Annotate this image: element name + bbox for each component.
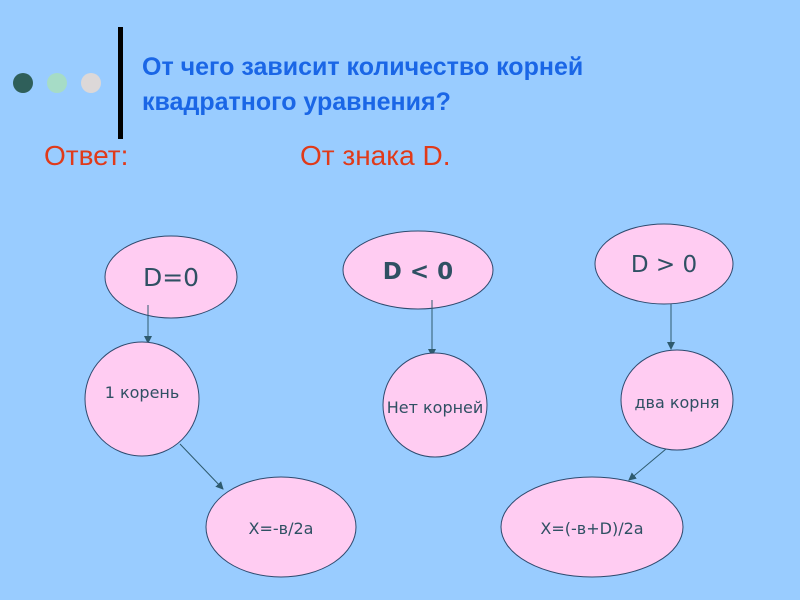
label-d-less-zero: D < 0 — [382, 259, 454, 285]
arrow-one-root-to-formula — [179, 443, 224, 490]
answer-text: От знака D. — [300, 140, 451, 171]
node-no-roots — [382, 352, 488, 458]
title-line-2: квадратного уравнения? — [142, 88, 451, 116]
arrow-two-roots-to-formula — [628, 448, 667, 481]
decor-dot-gray — [81, 73, 101, 93]
label-d-equals-zero: D=0 — [142, 262, 200, 292]
label-d-greater-zero: D > 0 — [630, 252, 698, 278]
label-formula-single: X=-в/2а — [248, 518, 314, 538]
node-d-less-zero — [342, 230, 494, 310]
node-d-equals-zero — [104, 235, 238, 319]
label-one-root: 1 корень — [104, 382, 180, 402]
answer-label: Ответ: — [44, 140, 129, 171]
node-d-greater-zero — [594, 223, 734, 305]
label-formula-two: X=(-в+D)/2а — [540, 518, 644, 538]
slide-title: От чего зависит количество корней квадра… — [142, 50, 583, 120]
label-no-roots: Нет корней — [386, 397, 484, 417]
decor-dot-mint — [47, 73, 67, 93]
title-line-1: От чего зависит количество корней — [142, 53, 584, 81]
node-formula-two — [500, 476, 684, 578]
node-formula-single — [205, 476, 357, 578]
node-one-root — [84, 341, 200, 457]
decor-dot-dark — [13, 73, 33, 93]
label-two-roots: два корня — [634, 392, 720, 412]
node-two-roots — [620, 349, 734, 451]
title-divider-bar — [118, 27, 123, 139]
